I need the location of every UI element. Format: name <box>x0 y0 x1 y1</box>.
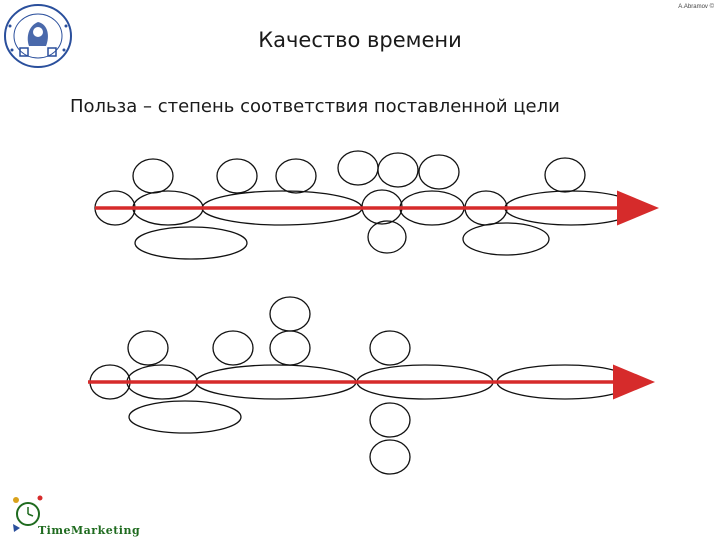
circle-shape <box>269 296 311 332</box>
timeline-bottom <box>89 296 634 475</box>
clock-icon <box>13 495 43 532</box>
circle-shape <box>367 220 407 254</box>
slide-subtitle: Польза – степень соответствия поставленн… <box>70 96 560 117</box>
circle-shape <box>418 154 460 190</box>
circle-shape <box>127 330 169 366</box>
circle-shape <box>212 330 254 366</box>
circle-shape <box>216 158 258 194</box>
university-logo <box>4 4 72 68</box>
circle-shape <box>377 152 419 188</box>
circle-shape <box>269 330 311 366</box>
circle-shape <box>337 150 379 186</box>
author-note: A.Abramov © <box>678 4 714 10</box>
circle-shape <box>275 158 317 194</box>
circle-shape <box>544 157 586 193</box>
brand-name: TimeMarketing <box>38 524 141 537</box>
oval-shape <box>128 400 242 434</box>
timeline-top <box>94 150 638 260</box>
oval-shape <box>462 222 550 256</box>
circle-shape <box>369 439 411 475</box>
circle-shape <box>369 402 411 438</box>
circle-shape <box>369 330 411 366</box>
slide-title: Качество времени <box>258 28 462 52</box>
oval-shape <box>134 226 248 260</box>
circle-shape <box>132 158 174 194</box>
